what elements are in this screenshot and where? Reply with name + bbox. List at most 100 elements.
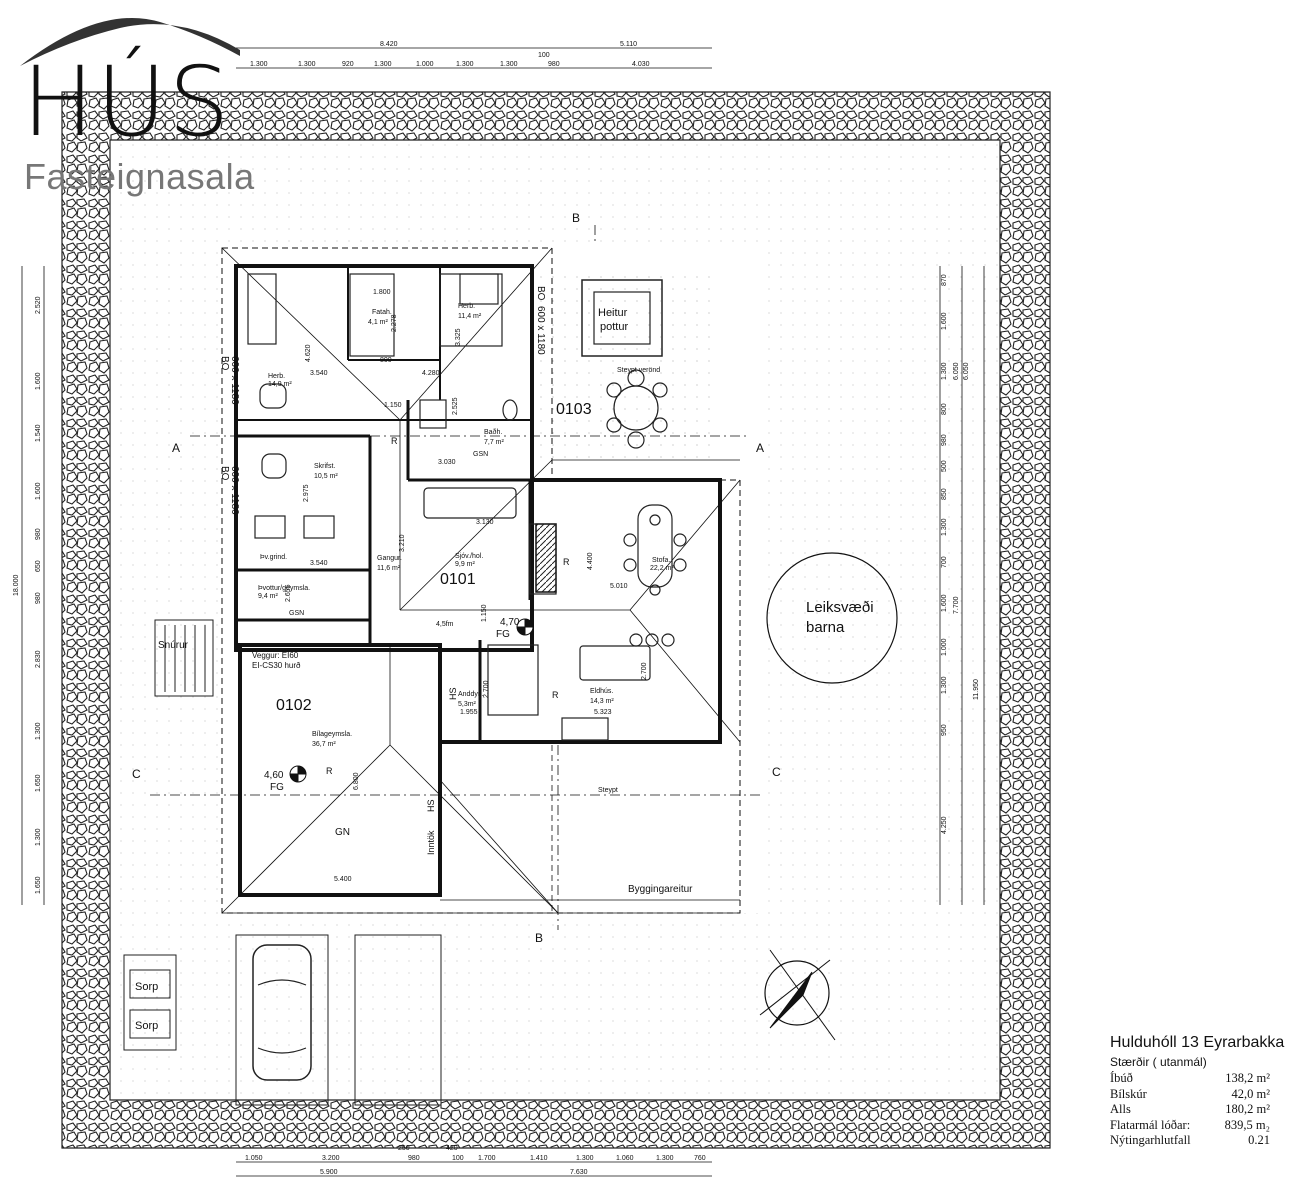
logo-tagline: Fasteignasala	[24, 156, 255, 197]
byggingareitur-label: Byggingareitur	[628, 884, 693, 895]
room-herb1-name: Herb.	[458, 303, 475, 310]
room-skrifst-area: 10,5 m²	[314, 473, 338, 480]
inner-dim-20: 2.700	[641, 662, 648, 680]
room-stofa-area: 22,2 m²	[650, 565, 674, 572]
dim-bottom-inner-3: 980	[408, 1155, 420, 1162]
room-bilageymsla-name: Bílageymsla.	[312, 731, 352, 738]
dim-left-inner-6: 980	[35, 592, 42, 604]
brand-logo: HÚS Fasteignasala	[10, 10, 254, 197]
inner-dim-13: 3.210	[399, 534, 406, 552]
fg1-label: FG	[496, 629, 510, 640]
property-title: Hulduhóll 13 Eyrarbakka	[1110, 1034, 1285, 1051]
dim-top-inner-9: 4.030	[632, 61, 650, 68]
section-a-right: A	[756, 441, 764, 455]
dim-right-inner-0: 870	[941, 274, 948, 286]
info-value: 180,2 m²	[1225, 1102, 1270, 1116]
bo-top-right: BO	[535, 286, 546, 301]
dim-left-inner-8: 1.300	[35, 722, 42, 740]
room-herb1-area: 11,4 m²	[458, 313, 482, 320]
dim-bottom-inner-6: 1.700	[478, 1155, 496, 1162]
window-left1: 600 x 1180	[229, 356, 240, 405]
room-bilageymsla-area: 36,7 m²	[312, 741, 336, 748]
info-row: Alls 180,2 m²	[1110, 1102, 1310, 1118]
r-label-gangur: R	[391, 436, 398, 446]
dimension-lines	[21, 47, 985, 1177]
dim-bottom-inner-4: 420	[446, 1145, 458, 1152]
north-arrow	[759, 949, 836, 1041]
dim-right-inner-3: 800	[941, 403, 948, 415]
section-c-right: C	[772, 765, 781, 779]
dim-bottom-outer-1: 7.630	[570, 1169, 588, 1176]
r-label-stofa: R	[563, 557, 570, 567]
info-key: Alls	[1110, 1102, 1131, 1116]
inner-dim-23: 6.800	[353, 772, 360, 790]
dim-right-inner-8: 700	[941, 556, 948, 568]
terrace-area	[536, 266, 712, 466]
dim-right-inner-b: 6.050	[953, 362, 960, 380]
dim-right-inner-12: 950	[941, 724, 948, 736]
dim-top-inner-4: 1.000	[416, 61, 434, 68]
dim-left-outer: 18.000	[13, 574, 20, 596]
unit-labels: 0101 0102 0103	[276, 401, 592, 714]
dim-left-inner-10: 1.300	[35, 828, 42, 846]
inner-dim-3: 3.325	[455, 328, 462, 346]
inner-dim-11: 3.130	[476, 519, 494, 526]
inner-dim-0: 1.800	[373, 289, 391, 296]
room-sjonv-area: 9,9 m²	[455, 561, 476, 568]
room-anddyri-area: 5,3m²	[458, 701, 477, 708]
property-info: Hulduhóll 13 Eyrarbakka Stærðir ( utanmá…	[1110, 1034, 1310, 1149]
leiksvaedi-line2: barna	[806, 619, 845, 636]
room-herb2-name: Herb.	[268, 373, 285, 380]
play-area-circle	[766, 552, 898, 684]
inner-dim-18: 4,5fm	[436, 621, 454, 628]
inner-dim-5: 3.540	[310, 370, 328, 377]
steypt-label: Steypt	[598, 787, 618, 794]
window-left2: 600 x 1180	[229, 466, 240, 515]
info-value: 0.21	[1248, 1133, 1270, 1147]
hs2-label: HS	[426, 799, 436, 812]
bo-left1: BO	[219, 356, 230, 371]
dim-right-inner-11: 1.300	[941, 676, 948, 694]
inntok-label: Inntök	[426, 830, 436, 855]
dim-top-outer-0: 8.420	[380, 41, 398, 48]
dim-bottom-inner-5: 100	[452, 1155, 464, 1162]
room-thvottur-name: Þvottur/geymsla.	[258, 585, 310, 592]
sorp-label-1: Sorp	[135, 981, 158, 993]
inner-dim-12: 3.540	[310, 560, 328, 567]
inner-dim-24: 5.400	[334, 876, 352, 883]
dim-left-inner-1: 1.600	[35, 372, 42, 390]
dim-right-outer-b: 7.700	[953, 596, 960, 614]
room-eldhus-area: 14,3 m²	[590, 698, 614, 705]
dim-left-inner-2: 1.540	[35, 424, 42, 442]
section-b-top: B	[572, 211, 580, 225]
property-subtitle: Stærðir ( utanmál)	[1110, 1055, 1207, 1069]
dim-left-inner-9: 1.650	[35, 774, 42, 792]
info-value: 42,0 m²	[1231, 1086, 1270, 1101]
info-row: Bílskúr 42,0 m²	[1110, 1087, 1310, 1103]
inner-dim-14: 2.655	[285, 584, 292, 602]
logo-brand: HÚS	[22, 46, 232, 158]
inner-dimensions: 1.800 2.278 800 3.325 4.620 3.540 4.280 …	[285, 289, 648, 883]
dim-right-inner-7: 1.300	[941, 518, 948, 536]
inner-dim-7: 1.150	[384, 402, 402, 409]
leiksvaedi-line1: Leiksvæði	[806, 599, 874, 616]
dim-bottom-inner-1: 3.200	[322, 1155, 340, 1162]
dim-bottom-inner-0: 1.050	[245, 1155, 263, 1162]
dim-left-inner-7: 2.830	[35, 650, 42, 668]
section-c-left: C	[132, 767, 141, 781]
dim-right-inner-1: 1.600	[941, 312, 948, 330]
veggur-label: Veggur: EI60	[252, 651, 299, 660]
symbol-labels: 4,70 FG 4,60 FG GSN GSN GN R R R R HS HS…	[219, 286, 570, 855]
room-thvottur-area: 9,4 m²	[258, 593, 279, 600]
inner-dim-1: 2.278	[391, 314, 398, 332]
heitur-line2: pottur	[600, 321, 628, 333]
site-labels: Heitur pottur Leiksvæði barna Snúrur Sor…	[135, 307, 874, 1032]
inner-dim-8: 2.525	[452, 397, 459, 415]
dim-right-inner-13: 4.250	[941, 816, 948, 834]
r-label-eldhus: R	[552, 690, 559, 700]
dim-top-inner-1: 1.300	[298, 61, 316, 68]
info-key: Bílskúr	[1110, 1086, 1147, 1101]
dim-top-outer-1: 5.110	[620, 41, 637, 48]
bo-left2: BO	[219, 466, 230, 481]
